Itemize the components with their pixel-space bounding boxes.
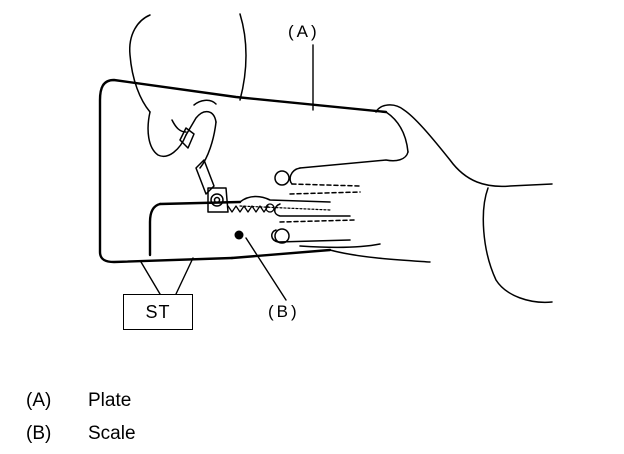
callout-a-label: (A) [288,22,320,41]
left-hand [129,13,247,213]
right-hand [271,104,553,304]
plate [235,96,387,211]
scale-edge [227,203,275,213]
legend: (A) Plate (B) Scale [26,384,136,450]
legend-item: (A) Plate [26,384,136,417]
legend-label: Plate [88,390,132,411]
scale-marker [234,230,244,240]
callout-b-label: (B) [268,302,300,321]
legend-code: (B) [26,423,52,444]
legend-item: (B) Scale [26,417,136,450]
legend-label: Scale [88,423,136,444]
leader-lines [140,44,314,301]
special-tool-frame [98,78,388,264]
legend-code: (A) [26,390,52,411]
special-tool-label: ST [123,294,193,330]
plate-and-scale-illustration [98,13,553,304]
